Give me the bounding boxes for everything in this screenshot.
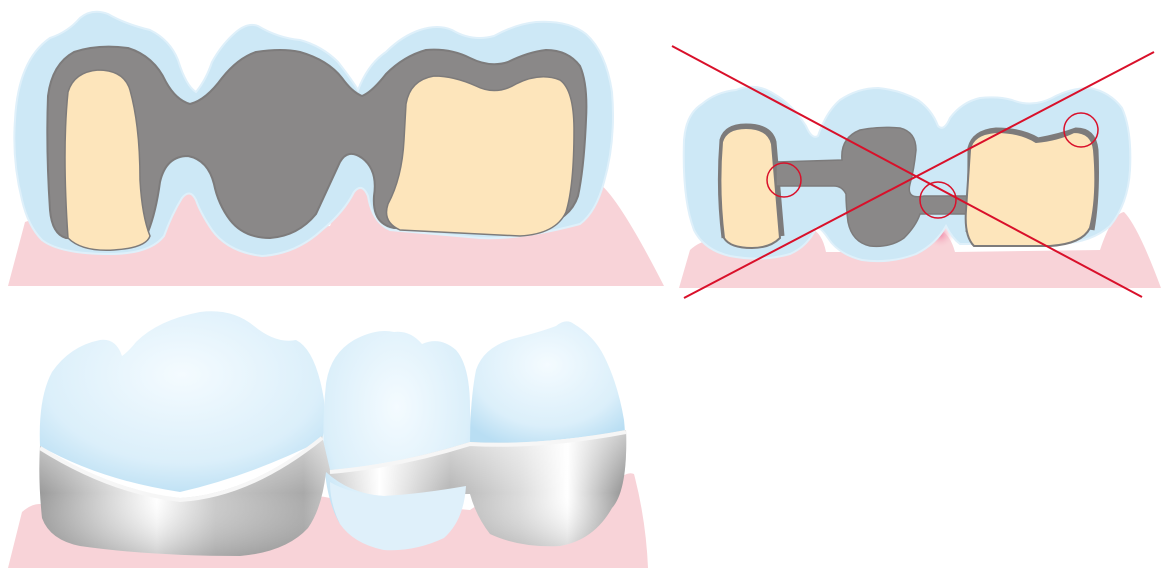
tooth-stump-left xyxy=(720,128,780,248)
tooth-stump-right xyxy=(966,132,1096,246)
tooth-stump-right xyxy=(387,76,575,236)
panel-correct-framework xyxy=(8,12,664,286)
porcelain-crown-right xyxy=(470,321,625,446)
panel-incorrect-framework xyxy=(672,46,1161,298)
panel-finished-bridge xyxy=(8,311,648,568)
